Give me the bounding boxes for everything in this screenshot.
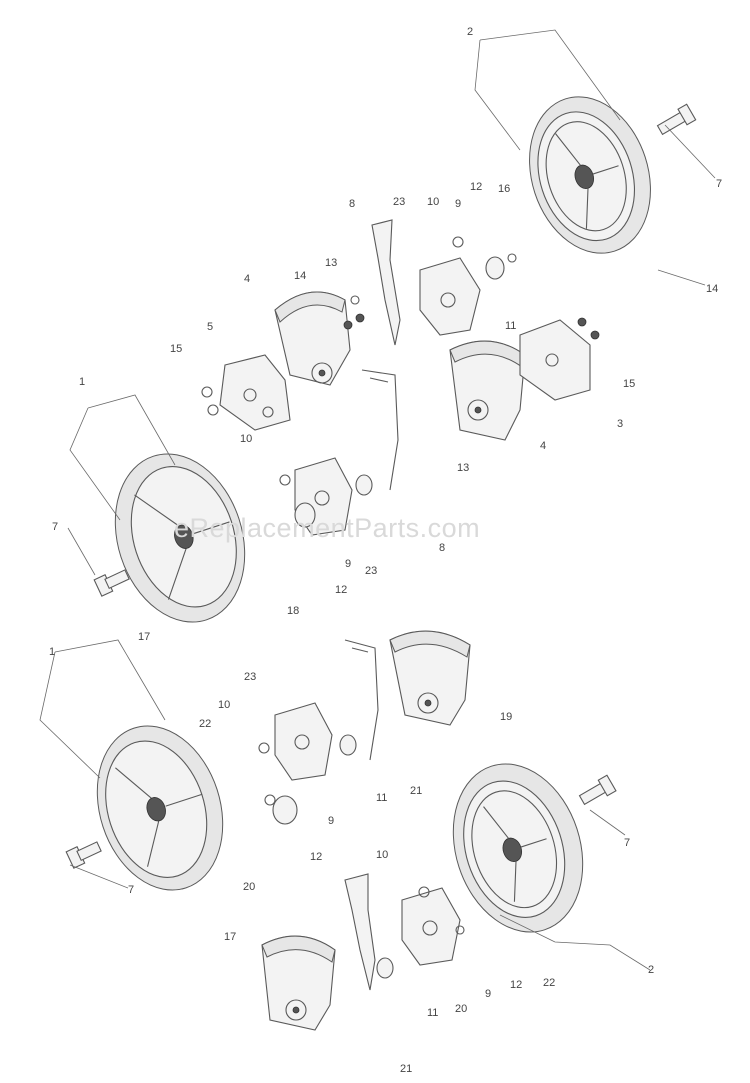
lever-middle <box>361 369 399 491</box>
callout: 2 <box>467 26 473 38</box>
plate-bottom <box>401 887 461 966</box>
callout: 8 <box>349 198 355 210</box>
callout: 11 <box>427 1007 438 1019</box>
bracket-right <box>519 319 591 401</box>
callout: 22 <box>543 977 555 989</box>
callout: 4 <box>244 273 250 285</box>
callout: 23 <box>393 196 405 208</box>
callout: 22 <box>199 718 211 730</box>
small-hardware <box>201 236 600 979</box>
height-adjuster-top <box>274 291 351 386</box>
callout: 12 <box>470 181 482 193</box>
callout: 4 <box>540 440 546 452</box>
wheel-top-right <box>529 96 651 254</box>
callout: 14 <box>706 283 718 295</box>
callout-labels: 2 7 8 23 10 9 12 16 14 13 14 4 5 15 11 1… <box>49 26 722 1075</box>
bolt-top-right <box>656 103 697 136</box>
callout: 12 <box>510 979 522 991</box>
callout: 18 <box>287 605 299 617</box>
wheel-lower-left <box>96 725 224 891</box>
plate-lower <box>274 702 333 781</box>
watermark: eReplacementParts.com <box>174 513 480 543</box>
callout: 7 <box>128 884 134 896</box>
callout: 10 <box>218 699 230 711</box>
bolt-lower-right <box>578 774 617 806</box>
height-adjuster-bottom <box>261 935 336 1031</box>
height-adjuster-right <box>449 340 526 441</box>
callout: 7 <box>716 178 722 190</box>
callout: 2 <box>648 964 654 976</box>
callout: 10 <box>376 849 388 861</box>
callout: 21 <box>400 1063 412 1075</box>
lever-top <box>371 219 401 346</box>
lever-bottom <box>344 873 376 991</box>
callout: 10 <box>427 196 439 208</box>
callout: 15 <box>623 378 635 390</box>
callout: 23 <box>244 671 256 683</box>
callout: 13 <box>457 462 469 474</box>
callout: 7 <box>624 837 630 849</box>
callout: 19 <box>500 711 512 723</box>
leader-lines <box>39 29 716 971</box>
callout: 8 <box>439 542 445 554</box>
callout: 20 <box>243 881 255 893</box>
callout: 13 <box>325 257 337 269</box>
plate-top <box>419 257 481 336</box>
bolt-lower-left <box>65 841 102 869</box>
callout: 20 <box>455 1003 467 1015</box>
callout: 21 <box>410 785 422 797</box>
bracket-left <box>219 354 291 431</box>
callout: 17 <box>138 631 150 643</box>
callout: 15 <box>170 343 182 355</box>
wheel-middle-left <box>114 453 246 623</box>
callout: 12 <box>310 851 322 863</box>
bolt-middle-left <box>93 569 130 597</box>
callout: 11 <box>376 792 387 804</box>
height-adjuster-lower <box>389 630 471 726</box>
callout: 1 <box>49 646 55 658</box>
callout: 9 <box>328 815 334 827</box>
callout: 9 <box>345 558 351 570</box>
wheel-lower-right <box>452 763 584 933</box>
callout: 3 <box>617 418 623 430</box>
callout: 17 <box>224 931 236 943</box>
callout: 14 <box>294 270 306 282</box>
callout: 11 <box>505 320 516 332</box>
callout: 9 <box>455 198 461 210</box>
callout: 7 <box>52 521 58 533</box>
callout: 1 <box>79 376 85 388</box>
callout: 10 <box>240 433 252 445</box>
lever-lower <box>344 639 379 761</box>
callout: 5 <box>207 321 213 333</box>
callout: 16 <box>498 183 510 195</box>
callout: 9 <box>485 988 491 1000</box>
callout: 23 <box>365 565 377 577</box>
callout: 12 <box>335 584 347 596</box>
